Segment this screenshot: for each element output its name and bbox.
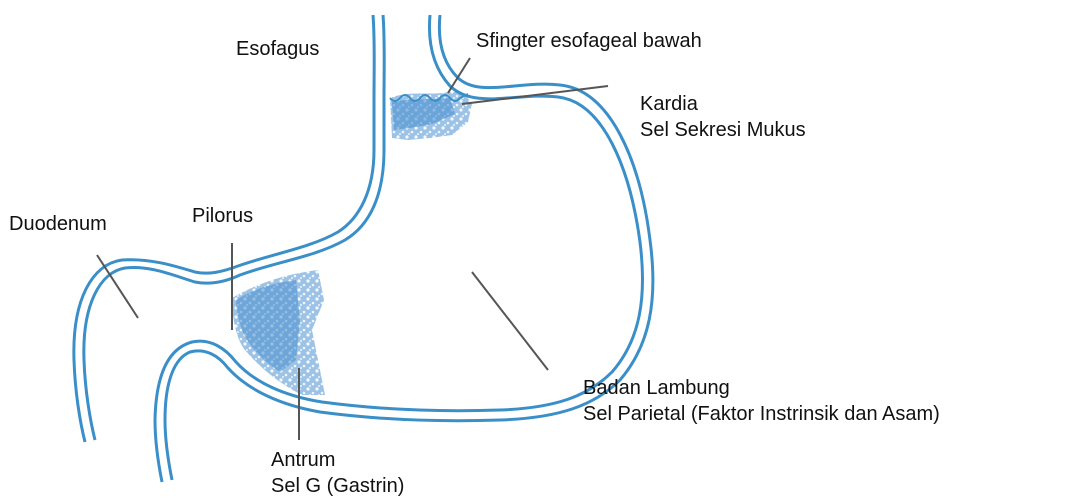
label-antrum: Antrum Sel G (Gastrin) [271,447,404,499]
label-antrum-line2: Sel G (Gastrin) [271,473,404,499]
label-cardia: Kardia Sel Sekresi Mukus [640,91,806,143]
label-duodenum-text: Duodenum [9,211,107,237]
label-cardia-line2: Sel Sekresi Mukus [640,117,806,143]
leader-lines [97,58,608,440]
label-cardia-line1: Kardia [640,91,806,117]
sphincter-leader [448,58,470,93]
label-body-line1: Badan Lambung [583,375,940,401]
label-pylorus-text: Pilorus [192,203,253,229]
label-sphincter-text: Sfingter esofageal bawah [476,28,702,54]
stomach-wall [74,15,653,482]
label-esophagus-text: Esofagus [236,36,319,62]
label-pylorus: Pilorus [192,203,253,229]
body-leader [472,272,548,370]
label-esophagus: Esofagus [236,36,319,62]
label-antrum-line1: Antrum [271,447,404,473]
duodenum-leader [97,255,138,318]
label-body-line2: Sel Parietal (Faktor Instrinsik dan Asam… [583,401,940,427]
label-body: Badan Lambung Sel Parietal (Faktor Instr… [583,375,940,427]
label-duodenum: Duodenum [9,211,107,237]
label-sphincter: Sfingter esofageal bawah [476,28,702,54]
